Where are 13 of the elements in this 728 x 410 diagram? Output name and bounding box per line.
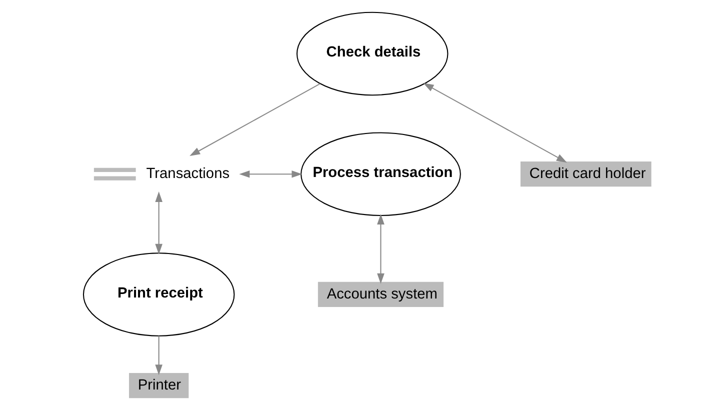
arrow — [155, 336, 162, 376]
node-box: Printer — [129, 373, 189, 398]
node-box: Accounts system — [318, 282, 444, 308]
arrow — [155, 192, 162, 254]
arrow — [377, 214, 384, 284]
node-ellipse: Print receipt — [82, 252, 235, 336]
arrow — [239, 170, 302, 178]
node-label: Transactions — [146, 166, 230, 182]
node-ellipse: Process transaction — [300, 132, 461, 216]
arrow — [190, 83, 320, 156]
arrow — [423, 82, 567, 163]
node-ellipse: Check details — [296, 12, 448, 96]
node-box: Credit card holder — [520, 162, 652, 187]
